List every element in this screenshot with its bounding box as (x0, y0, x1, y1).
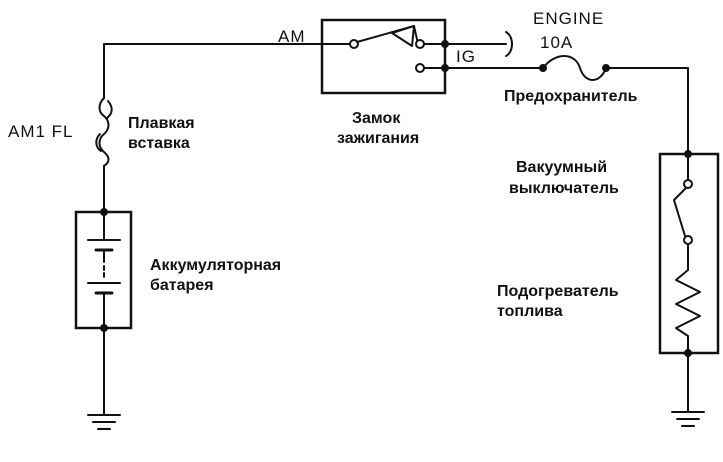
wire-am-to-fusible-link (103, 43, 323, 99)
battery-cell-symbol (87, 211, 121, 329)
label-engine-line1: ENGINE (533, 9, 604, 28)
label-vacuum-switch-line1: Вакуумный (516, 159, 607, 176)
label-ignition-switch-line1: Замок (352, 110, 401, 127)
fuel-heater-resistor-symbol (675, 269, 701, 354)
label-battery-line2: батарея (150, 277, 214, 294)
label-am: AM (278, 27, 306, 46)
label-vacuum-switch-line2: выключатель (509, 180, 619, 197)
label-battery-line1: Аккумуляторная (150, 257, 281, 274)
label-heater-line2: топлива (497, 303, 563, 320)
ignition-switch-box (320, 18, 447, 95)
label-ig: IG (456, 47, 476, 66)
ground-symbol-right (671, 411, 705, 427)
fusible-link-symbol (95, 97, 113, 167)
label-heater-line1: Подогреватель (497, 283, 619, 300)
wire-to-engine-break (444, 31, 513, 57)
ground-symbol-left (87, 414, 121, 430)
label-fusible-link-line2: вставка (128, 135, 190, 152)
label-fusible-link-line1: Плавкая (128, 115, 195, 132)
label-engine-line2: 10A (540, 33, 573, 52)
fuse-symbol (539, 55, 610, 81)
label-ignition-switch-line2: зажигания (337, 130, 419, 147)
wire-fuse-to-vacuum-switch (605, 67, 689, 155)
label-fuse: Предохранитель (504, 88, 638, 105)
label-am1-fl: AM1 FL (8, 122, 74, 141)
ignition-switch-contacts (321, 25, 446, 73)
vacuum-switch-symbol (673, 153, 693, 271)
